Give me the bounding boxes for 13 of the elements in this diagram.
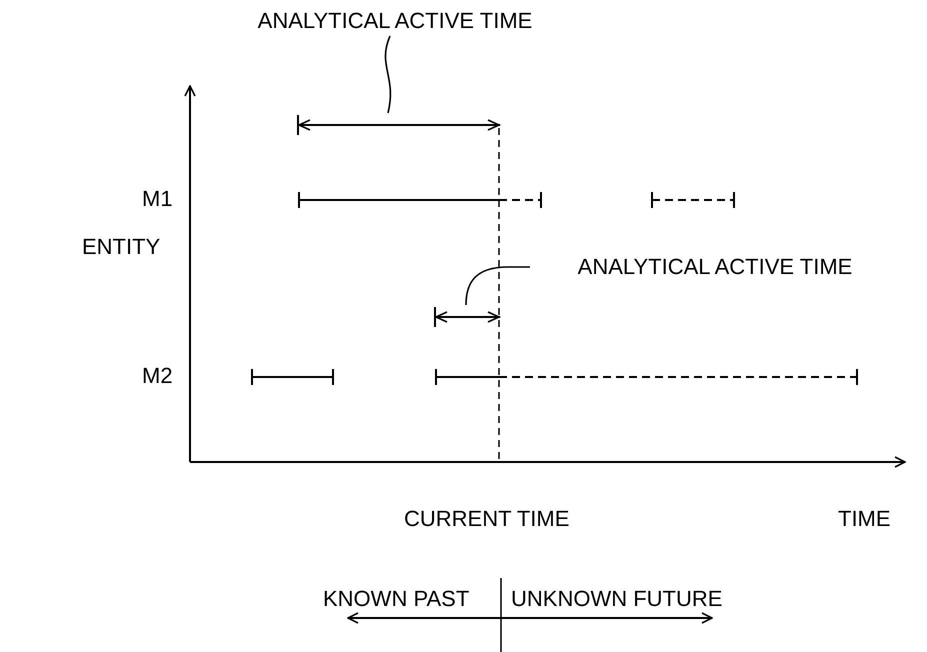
axis-title: TIME bbox=[838, 508, 891, 530]
row-label: M1 bbox=[142, 188, 173, 210]
leader-line bbox=[465, 266, 530, 306]
row-label: M2 bbox=[142, 365, 173, 387]
span-arrow bbox=[434, 305, 501, 329]
callout-text: ANALYTICAL ACTIVE TIME bbox=[212, 6, 578, 36]
leader-line bbox=[384, 36, 392, 114]
axis-title: ENTITY bbox=[82, 236, 160, 258]
callout-text: ANALYTICAL ACTIVE TIME bbox=[530, 252, 900, 282]
region-label: KNOWN PAST bbox=[323, 588, 470, 610]
region-label: UNKNOWN FUTURE bbox=[511, 588, 722, 610]
axis-label: CURRENT TIME bbox=[404, 508, 570, 530]
span-arrow bbox=[297, 113, 501, 137]
